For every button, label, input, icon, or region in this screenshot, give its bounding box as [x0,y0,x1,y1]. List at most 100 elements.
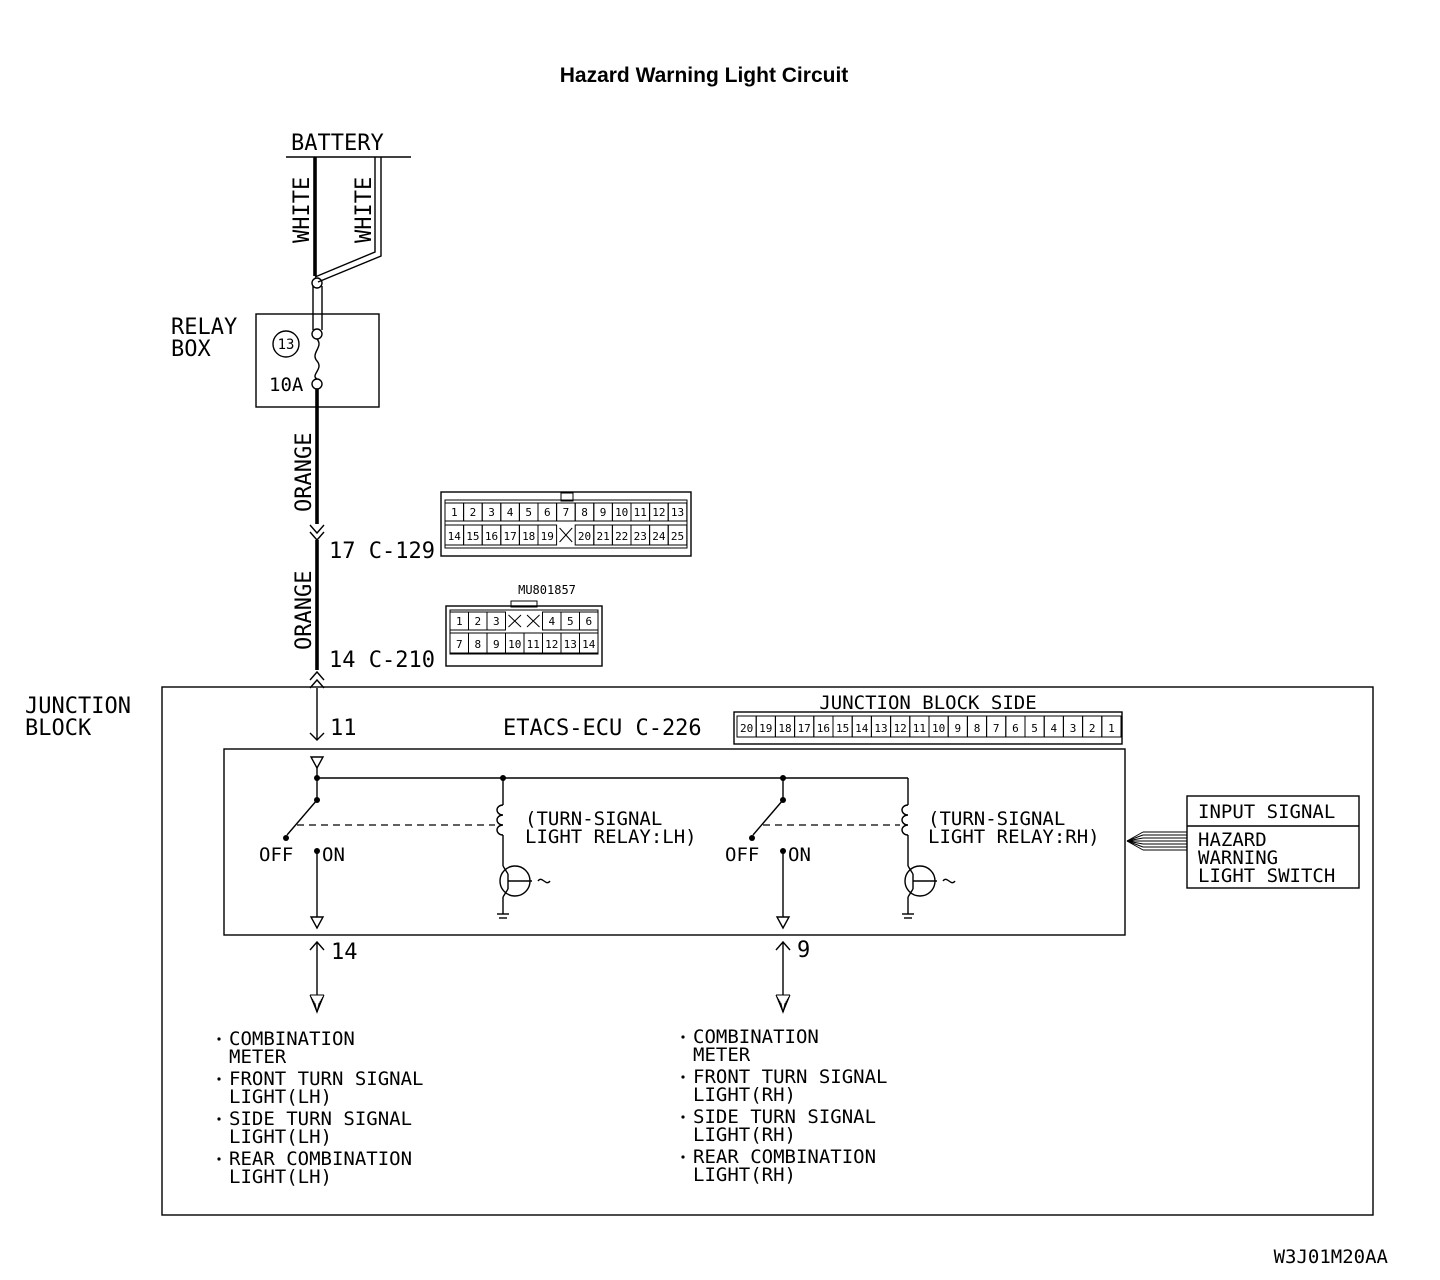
output-item-line2: METER [693,1044,751,1066]
wire-color-orange-1: ORANGE [292,433,317,512]
c129-bottom-pin-number: 17 [503,530,516,543]
input-signal-arrow [1126,831,1187,851]
ecu-pin-number: 14 [855,722,869,735]
ecu-pin-number: 4 [1050,722,1057,735]
switch-rh-on-label: ON [788,844,811,866]
c129-bottom-pin-number: 15 [466,530,479,543]
ecu-pin-cell [1101,715,1122,738]
connector-c129-mark [309,524,325,542]
c210-bottom-pin-number: 11 [527,638,540,651]
wire-color-orange-2: ORANGE [292,571,317,650]
fuse-symbol [311,277,323,390]
ecu-pin-number: 9 [954,722,961,735]
ecu-pin-number: 10 [932,722,945,735]
ecu-pin-number: 12 [894,722,907,735]
switch-lh-on-label: ON [322,844,345,866]
c210-bottom-pin-cell [579,632,599,654]
ecu-pin-number: 6 [1012,722,1019,735]
connector-c210-part-no: MU801857 [518,583,576,597]
c210-top-pin-number: 6 [585,615,592,628]
diagram-title: Hazard Warning Light Circuit [560,64,849,87]
c210-top-pin-number: 1 [456,615,463,628]
c129-top-pin-number: 6 [544,506,551,519]
output-item-line1: COMBINATION [693,1026,819,1048]
c210-top-pin-number: 5 [567,615,574,628]
c210-bottom-pin-number: 7 [456,638,463,651]
terminal-11-arrows [309,670,325,741]
input-signal-line2: WARNING [1198,847,1278,869]
ecu-pin-number: 3 [1070,722,1077,735]
junction-block-outline [161,686,1374,1216]
bullet-dot [681,1035,685,1039]
ecu-pin-number: 13 [874,722,887,735]
terminal-14-label: 14 [331,940,358,965]
c210-top-pin-blank-cross [508,614,522,628]
c129-bottom-pin-blank-cross [559,527,573,543]
etacs-ecu-label: ETACS-ECU C-226 [503,716,702,741]
relay-box-label-line2: BOX [171,337,211,362]
fuse-number: 13 [278,337,295,353]
bullet-dot [681,1115,685,1119]
c129-top-pin-number: 12 [652,506,665,519]
connector-c129-label: 17 C-129 [329,539,435,564]
output-item-line1: FRONT TURN SIGNAL [229,1068,423,1090]
c210-bottom-pin-number: 12 [545,638,558,651]
output-item-line2: LIGHT(LH) [229,1086,332,1108]
battery-label: BATTERY [291,131,384,156]
c129-top-pin-number: 4 [507,506,514,519]
ecu-pin-number: 11 [913,722,926,735]
relay-lh-label-line2: LIGHT RELAY:LH) [525,826,697,848]
white-wires [313,157,382,283]
c129-bottom-pin-number: 16 [485,530,498,543]
c210-top-pin-number: 3 [493,615,500,628]
c129-bottom-pin-number: 23 [634,530,647,543]
c129-bottom-pin-cell [667,524,688,546]
bullet-dot [217,1077,221,1081]
c129-bottom-pin-number: 14 [448,530,462,543]
c129-top-pin-number: 1 [451,506,458,519]
c129-top-pin-cell [667,502,688,522]
output-item-line2: LIGHT(RH) [693,1124,796,1146]
output-item-line1: FRONT TURN SIGNAL [693,1066,887,1088]
relay-box-label-line1: RELAY [171,315,237,340]
switch-lh-off-label: OFF [259,844,293,866]
c129-bottom-pin-number: 25 [671,530,684,543]
c129-bottom-pin-cell [537,524,558,546]
c210-top-pin-cell [486,611,506,631]
output-item-line2: LIGHT(RH) [693,1084,796,1106]
c129-top-pin-number: 11 [634,506,647,519]
relay-lh-label-line1: (TURN-SIGNAL [525,808,662,830]
c210-bottom-pin-number: 8 [474,638,481,651]
junction-block-side-label: JUNCTION BLOCK SIDE [819,692,1036,714]
fuse-rating: 10A [269,374,304,396]
c129-top-pin-number: 3 [488,506,495,519]
ecu-pin-number: 2 [1089,722,1096,735]
input-signal-box [1186,795,1360,889]
output-item-line1: REAR COMBINATION [693,1146,876,1168]
c210-top-pin-number: 4 [548,615,555,628]
ecu-pin-number: 7 [993,722,1000,735]
bullet-dot [217,1117,221,1121]
ecu-pin-number: 8 [974,722,981,735]
c210-bottom-pin-number: 9 [493,638,500,651]
output-item-line1: SIDE TURN SIGNAL [229,1108,412,1130]
junction-block-label-line1: JUNCTION [25,694,131,719]
bullet-dot [217,1157,221,1161]
c129-top-pin-number: 5 [525,506,532,519]
wire-color-white-1: WHITE [290,177,315,243]
fuse-number-circle [272,330,300,358]
wire-color-white-2: WHITE [352,177,377,243]
c210-top-pin-number: 2 [474,615,481,628]
junction-block-label-line2: BLOCK [25,716,92,741]
c129-bottom-pin-number: 19 [541,530,554,543]
c129-bottom-pin-number: 18 [522,530,535,543]
ecu-pin-number: 15 [836,722,849,735]
terminal-9-label: 9 [797,938,810,963]
c129-bottom-pin-number: 21 [596,530,609,543]
